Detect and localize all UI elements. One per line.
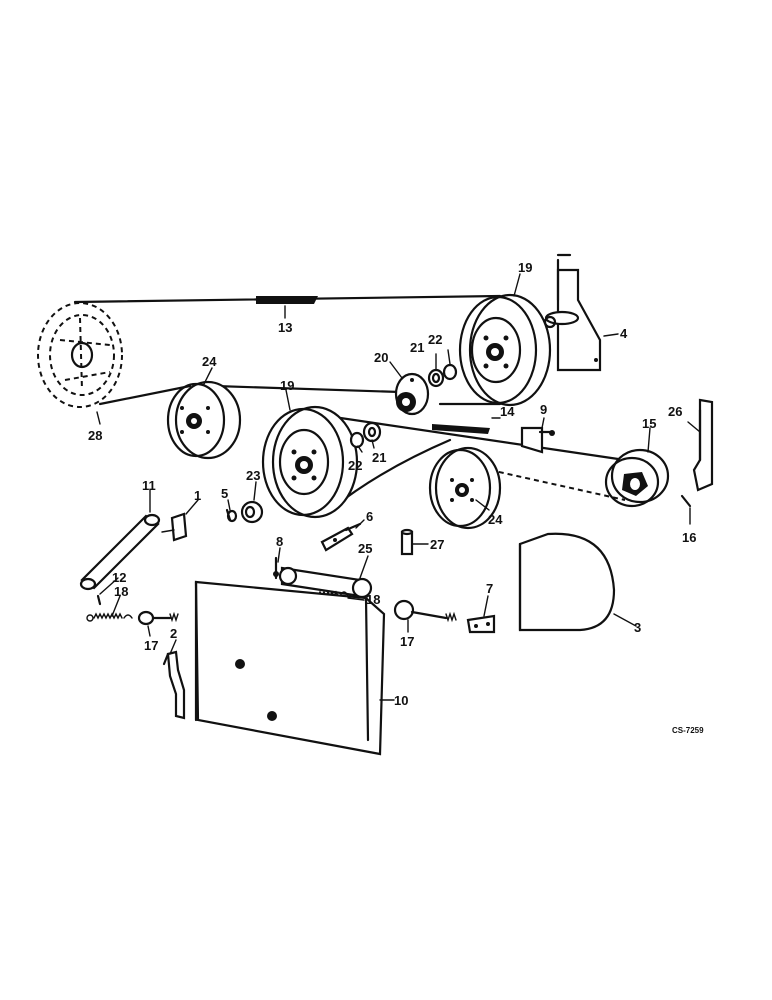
callout-10: 10 xyxy=(394,693,408,708)
callout-14: 14 xyxy=(500,404,515,419)
callout-24-left: 24 xyxy=(202,354,217,369)
callout-23: 23 xyxy=(246,468,260,483)
idler-arm-25 xyxy=(278,566,373,599)
plate-7 xyxy=(466,614,496,634)
cover-plate-10 xyxy=(194,580,386,756)
callout-12: 12 xyxy=(112,570,126,585)
pin-12 xyxy=(96,594,102,606)
tube-11 xyxy=(79,513,161,591)
callout-11: 11 xyxy=(142,478,156,493)
callout-18-left: 18 xyxy=(114,584,128,599)
mounting-bracket-4 xyxy=(543,253,602,372)
callout-22-lower: 22 xyxy=(348,458,362,473)
callout-21-lower: 21 xyxy=(372,450,386,465)
spring-18-left xyxy=(86,612,133,622)
callout-22-upper: 22 xyxy=(428,332,442,347)
washer-22-upper xyxy=(442,363,458,381)
callout-labels: 1 2 3 4 5 6 7 8 9 10 11 12 13 14 15 16 1… xyxy=(88,260,704,735)
pin-27 xyxy=(400,528,414,556)
callout-7: 7 xyxy=(486,581,493,596)
hub-23 xyxy=(240,500,264,524)
pulley-19-upper xyxy=(458,293,552,407)
callout-6: 6 xyxy=(366,509,373,524)
callout-5: 5 xyxy=(221,486,228,501)
drawing-code: CS-7259 xyxy=(672,726,704,735)
pulley-19-lower xyxy=(261,405,359,519)
callout-17-right: 17 xyxy=(400,634,414,649)
bolt-5 xyxy=(225,508,238,523)
callout-2: 2 xyxy=(170,626,177,641)
small-pulley-24-left xyxy=(166,380,242,460)
callout-19-lower: 19 xyxy=(280,378,294,393)
callout-25: 25 xyxy=(358,541,372,556)
eyebolt-17-left xyxy=(137,610,179,626)
pin-16 xyxy=(680,494,692,508)
callout-19-upper: 19 xyxy=(518,260,532,275)
bushing-21-lower xyxy=(362,421,382,443)
bracket-9 xyxy=(520,426,555,454)
small-pulley-24-right xyxy=(428,446,502,530)
callout-28: 28 xyxy=(88,428,102,443)
leader-lines xyxy=(96,273,701,701)
pulley-15 xyxy=(604,448,670,508)
callout-16: 16 xyxy=(682,530,696,545)
callout-27: 27 xyxy=(430,537,444,552)
callout-8: 8 xyxy=(276,534,283,549)
callout-15: 15 xyxy=(642,416,656,431)
eyebolt-17-right xyxy=(393,599,457,623)
main-drive-pulley-dashed xyxy=(37,302,123,408)
callout-1: 1 xyxy=(194,488,201,503)
callout-20: 20 xyxy=(374,350,388,365)
callout-13: 13 xyxy=(278,320,292,335)
shaft-6 xyxy=(320,522,362,552)
callout-26: 26 xyxy=(668,404,682,419)
hub-20 xyxy=(394,372,430,416)
washer-22-lower xyxy=(349,431,365,449)
callout-21-upper: 21 xyxy=(410,340,424,355)
shield-3 xyxy=(518,532,616,632)
callout-9: 9 xyxy=(540,402,547,417)
bracket-2 xyxy=(162,650,186,720)
callout-17-left: 17 xyxy=(144,638,158,653)
callout-4: 4 xyxy=(620,326,628,341)
callout-24-right: 24 xyxy=(488,512,503,527)
clip-1 xyxy=(161,512,188,542)
bushing-21-upper xyxy=(427,368,445,388)
callout-18-right: 18 xyxy=(366,592,380,607)
belt-guide-13 xyxy=(256,296,318,319)
bracket-26 xyxy=(692,398,714,492)
key-14 xyxy=(432,424,490,434)
callout-3: 3 xyxy=(634,620,641,635)
bolt-8 xyxy=(273,556,279,580)
